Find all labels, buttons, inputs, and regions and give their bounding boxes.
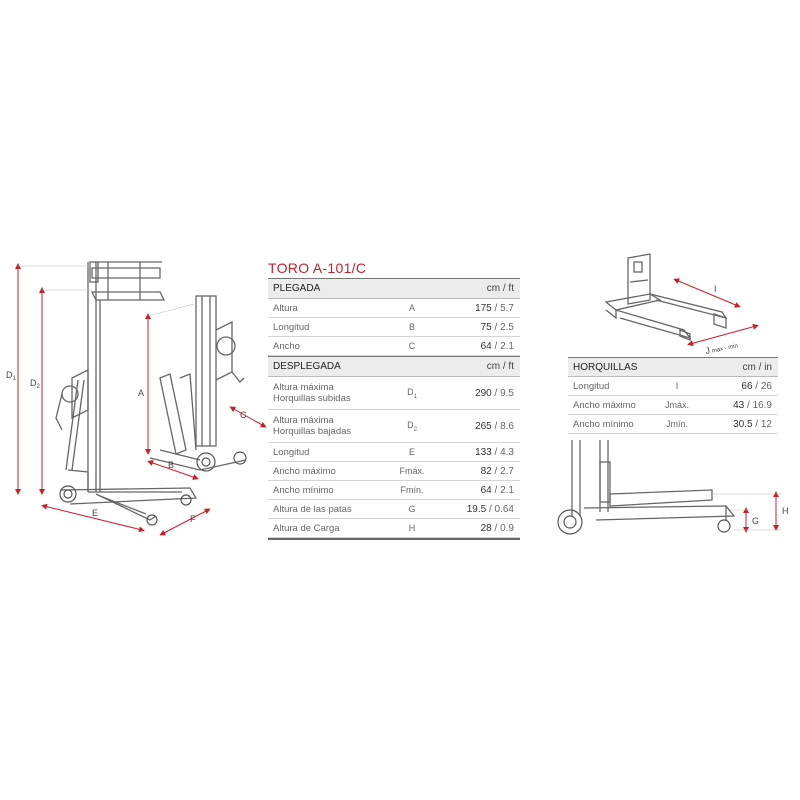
label-h: H <box>782 506 789 516</box>
label-g: G <box>752 516 759 526</box>
table-row: Altura de las patas G 19.5 / 0.64 <box>268 500 520 519</box>
label-b: B <box>168 460 174 470</box>
product-title: TORO A-101/C <box>268 260 367 276</box>
label-i: I <box>714 284 717 294</box>
label-e: E <box>92 508 98 518</box>
spec-table: TORO A-101/C PLEGADA cm / ft Altura A 17… <box>268 258 520 540</box>
label-j: Jmax - min <box>704 339 738 356</box>
section-header-horquillas: HORQUILLAS cm / in <box>568 357 778 377</box>
table-row: Altura de Carga H 28 / 0.9 <box>268 519 520 538</box>
section-header-plegada: PLEGADA cm / ft <box>268 278 520 299</box>
table-row: Altura A 175 / 5.7 <box>268 299 520 318</box>
label-d2: D2 <box>30 378 41 390</box>
table-row: Ancho máximo Jmáx. 43 / 16.9 <box>568 396 778 415</box>
table-row: Ancho máximo Fmáx. 82 / 2.7 <box>268 462 520 481</box>
table-row: Ancho C 64 / 2.1 <box>268 337 520 356</box>
section-header-desplegada: DESPLEGADA cm / ft <box>268 356 520 377</box>
label-c: C <box>240 410 247 420</box>
label-f: F <box>190 514 196 524</box>
table-row: Ancho mínimo Jmín. 30.5 / 12 <box>568 415 778 434</box>
table-row: Longitud B 75 / 2.5 <box>268 318 520 337</box>
forks-table: HORQUILLAS cm / in Longitud I 66 / 26 An… <box>568 357 778 434</box>
table-row: Longitud I 66 / 26 <box>568 377 778 396</box>
table-bottom-rule <box>268 538 520 540</box>
table-row: Ancho mínimo Fmín. 64 / 2.1 <box>268 481 520 500</box>
label-d1: D1 <box>6 370 17 382</box>
table-row: Longitud E 133 / 4.3 <box>268 443 520 462</box>
label-a: A <box>138 388 144 398</box>
